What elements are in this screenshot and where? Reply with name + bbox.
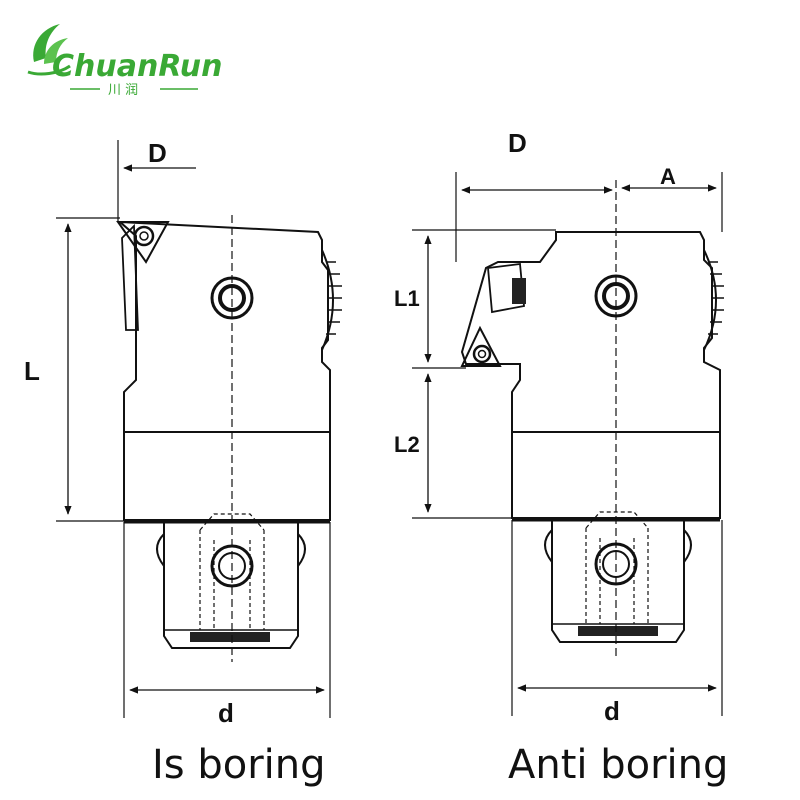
label-L: L: [24, 356, 40, 386]
shank-right: [551, 520, 685, 643]
leaf-icon: [27, 24, 71, 76]
caption-anti-boring: Anti boring: [508, 742, 728, 788]
side-pin-right-a: [544, 527, 553, 565]
hidden-lines-right: [585, 511, 649, 624]
label-A: A: [660, 164, 676, 189]
upper-head-body: [117, 220, 331, 433]
label-L2: L2: [394, 432, 420, 457]
lower-collar-left: [123, 431, 331, 521]
label-D-right: D: [508, 128, 527, 158]
adjust-wheel-left: [321, 249, 334, 351]
side-pin-left-a: [156, 531, 165, 569]
hidden-lines-left: [199, 513, 265, 630]
insert-holder-left: [121, 223, 139, 331]
shank-knurl-left: [190, 632, 270, 642]
label-d-left: d: [218, 698, 234, 728]
side-pin-left-b: [297, 531, 306, 569]
insert-screw-left: [133, 225, 155, 247]
side-pin-right-b: [683, 527, 692, 565]
anti-boring-diagram: [412, 172, 724, 716]
insert-holder-right: [487, 262, 525, 314]
adjust-wheel-right: [703, 249, 717, 351]
shank-left: [163, 522, 299, 649]
logo-brand-text: ChuanRun: [52, 49, 223, 84]
clamp-block-right: [512, 278, 526, 304]
cutting-insert-right: [460, 325, 502, 367]
shank-knurl-right: [578, 626, 658, 636]
label-d-right: d: [604, 696, 620, 726]
caption-is-boring: Is boring: [152, 742, 326, 788]
label-D-left: D: [148, 138, 167, 168]
brand-logo: ChuanRun 川 润: [27, 24, 223, 98]
insert-screw-right: [472, 344, 492, 364]
upper-head-body-right: [460, 231, 721, 433]
logo-subtitle: 川 润: [108, 83, 138, 98]
label-L1: L1: [394, 286, 420, 311]
cutting-insert-left: [116, 221, 170, 264]
is-boring-diagram: [56, 140, 342, 718]
